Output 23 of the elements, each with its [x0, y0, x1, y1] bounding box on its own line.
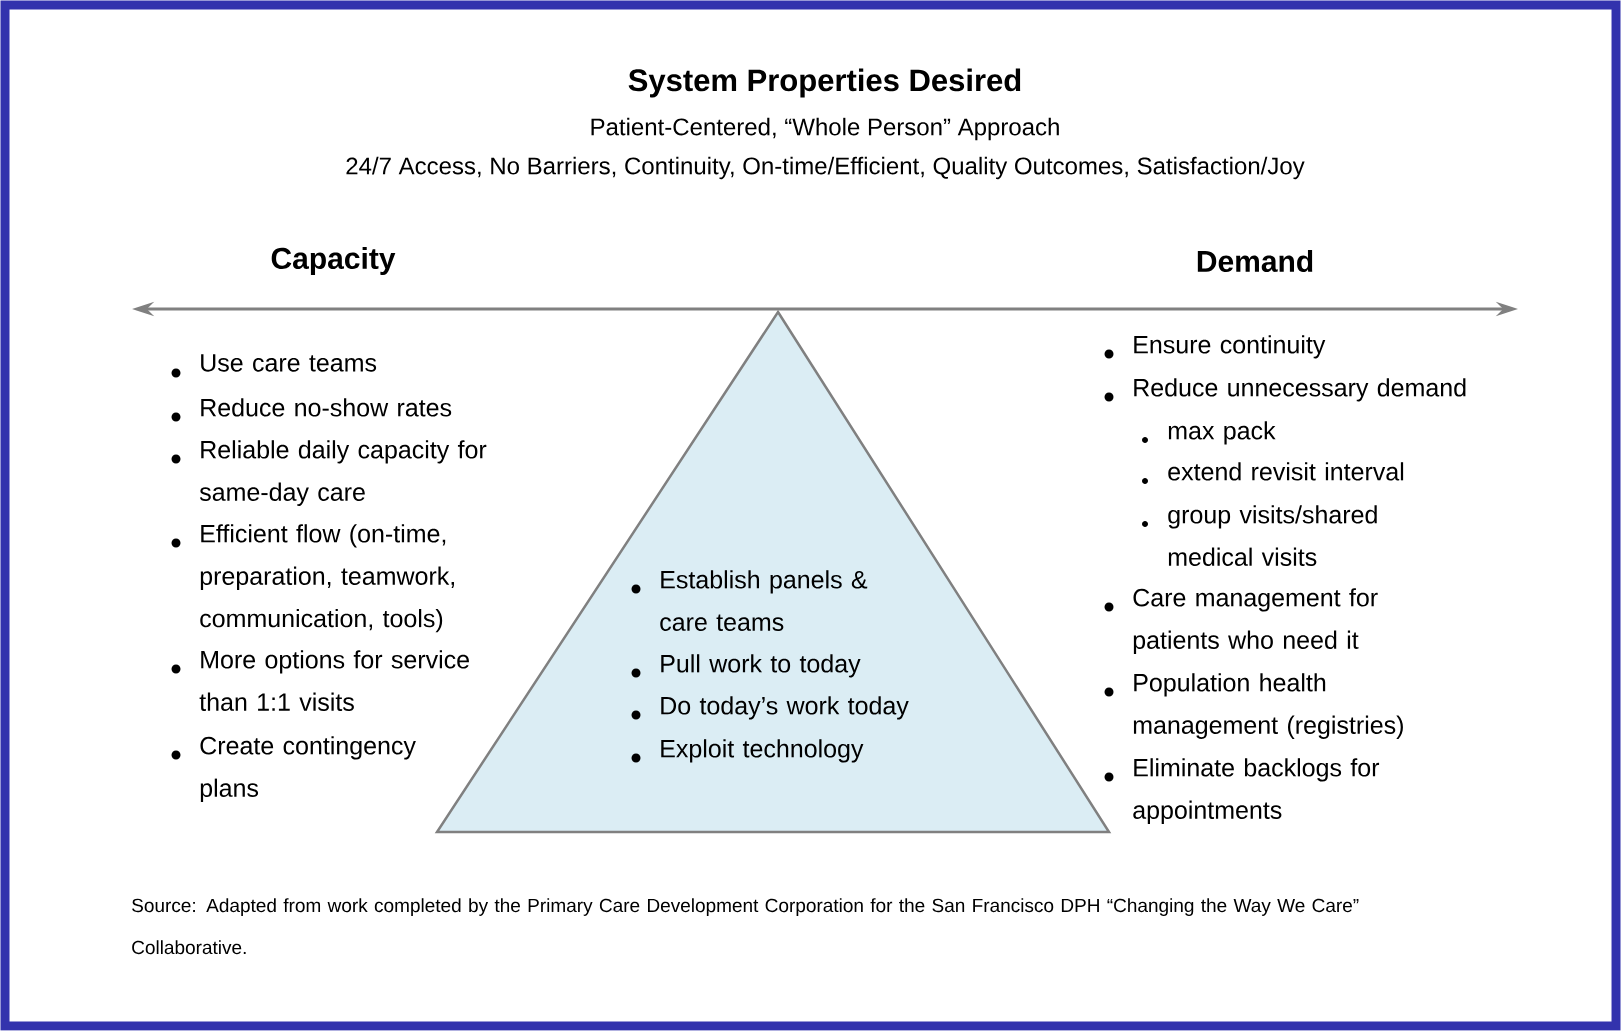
list-item: Eliminate backlogs for appointments — [1133, 758, 1380, 824]
list-item: More options for service than 1:1 visits — [199, 650, 469, 711]
list-item: Use care teams — [201, 354, 377, 372]
list-item: Reduce no-show rates — [201, 398, 452, 417]
list-item: group visits/shared medical visits — [1168, 505, 1377, 566]
caption: Source: Adapted from work completed by the Primary Care Development Corporation for the San Francisco DPH “Changing the Way We Care” Collaborative. — [132, 898, 1359, 955]
list-item: extend revisit interval — [1168, 462, 1404, 481]
subtitle: Patient-Centered, “Whole Person” Approach — [591, 117, 1059, 141]
list-item: Population health management (registries) — [1133, 673, 1403, 739]
list-item: Reduce unnecessary demand — [1134, 378, 1466, 402]
list-item: Pull work to today — [661, 654, 861, 678]
list-item: Establish panels & care teams — [660, 570, 868, 631]
subtitle: 24/7 Access, No Barriers, Continuity, On-time/Efficient, Quality Outcomes, Satisfaction/Joy — [346, 156, 1305, 180]
list-item: max pack — [1168, 421, 1276, 445]
list-item: Ensure continuity — [1134, 335, 1326, 359]
heading: Demand — [1197, 250, 1313, 273]
list-item: Efficient flow (on-time, preparation, teamwork, communication, tools) — [200, 524, 454, 633]
list-item: Exploit technology — [661, 739, 864, 763]
list-item: Do today’s work today — [661, 696, 909, 720]
title: System Properties Desired — [628, 68, 1021, 98]
list-item: Reliable daily capacity for same-day care — [199, 440, 487, 506]
list-item: Care management for patients who need it — [1133, 588, 1378, 654]
heading: Capacity — [271, 247, 396, 275]
